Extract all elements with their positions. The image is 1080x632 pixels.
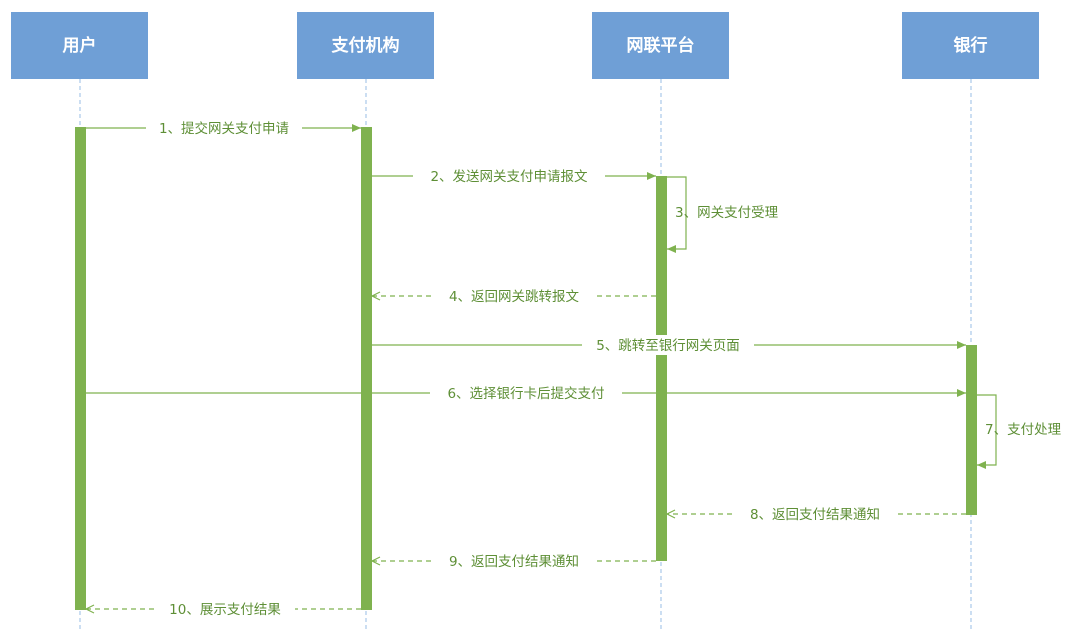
activation-payment bbox=[361, 127, 372, 610]
message-5-label-bg bbox=[582, 335, 754, 355]
message-4-label: 4、返回网关跳转报文 bbox=[449, 289, 580, 305]
message-9-label: 9、返回支付结果通知 bbox=[449, 553, 579, 570]
actor-unionpay: 网联平台 bbox=[592, 12, 729, 79]
message-3-label: 3、网关支付受理 bbox=[675, 205, 779, 221]
actor-label-user: 用户 bbox=[63, 35, 97, 56]
message-3-arrow bbox=[667, 176, 687, 253]
actor-user: 用户 bbox=[11, 12, 148, 79]
message-5: 5、跳转至银行网关页面 bbox=[372, 335, 966, 355]
message-6-label: 6、选择银行卡后提交支付 bbox=[447, 385, 604, 402]
actor-box-unionpay bbox=[592, 12, 729, 79]
actor-box-user bbox=[11, 12, 148, 79]
message-1-label: 1、提交网关支付申请 bbox=[159, 120, 289, 137]
activation-unionpay bbox=[656, 176, 667, 561]
message-8: 8、返回支付结果通知 bbox=[667, 504, 966, 524]
message-3: 3、网关支付受理 bbox=[667, 176, 779, 253]
message-10-label: 10、展示支付结果 bbox=[169, 602, 281, 618]
message-9-label-bg bbox=[434, 551, 594, 571]
message-1-label-bg bbox=[146, 118, 302, 138]
message-2-label: 2、发送网关支付申请报文 bbox=[430, 169, 588, 185]
activation-user bbox=[75, 127, 86, 610]
message-7: 7、支付处理 bbox=[977, 394, 1062, 469]
message-10: 10、展示支付结果 bbox=[86, 599, 361, 619]
message-7-label: 7、支付处理 bbox=[985, 422, 1062, 438]
message-8-label-bg bbox=[736, 504, 894, 524]
actor-payment: 支付机构 bbox=[297, 12, 434, 79]
message-2-label-bg bbox=[413, 166, 605, 186]
actor-label-unionpay: 网联平台 bbox=[627, 35, 695, 56]
actor-box-payment bbox=[297, 12, 434, 79]
actor-box-bank bbox=[902, 12, 1039, 79]
message-7-arrow bbox=[977, 394, 997, 469]
message-2: 2、发送网关支付申请报文 bbox=[372, 166, 656, 186]
actor-bank: 银行 bbox=[902, 12, 1039, 79]
message-6-label-bg bbox=[430, 383, 622, 403]
message-5-label: 5、跳转至银行网关页面 bbox=[596, 338, 740, 354]
actor-label-bank: 银行 bbox=[954, 35, 988, 56]
message-6: 6、选择银行卡后提交支付 bbox=[86, 383, 966, 403]
activation-bank bbox=[966, 345, 977, 515]
message-9: 9、返回支付结果通知 bbox=[372, 551, 656, 571]
message-10-label-bg bbox=[155, 599, 295, 619]
message-4-label-bg bbox=[434, 286, 594, 306]
message-1: 1、提交网关支付申请 bbox=[86, 118, 361, 138]
message-4: 4、返回网关跳转报文 bbox=[372, 286, 656, 306]
message-8-label: 8、返回支付结果通知 bbox=[750, 506, 880, 523]
actor-label-payment: 支付机构 bbox=[332, 35, 400, 56]
